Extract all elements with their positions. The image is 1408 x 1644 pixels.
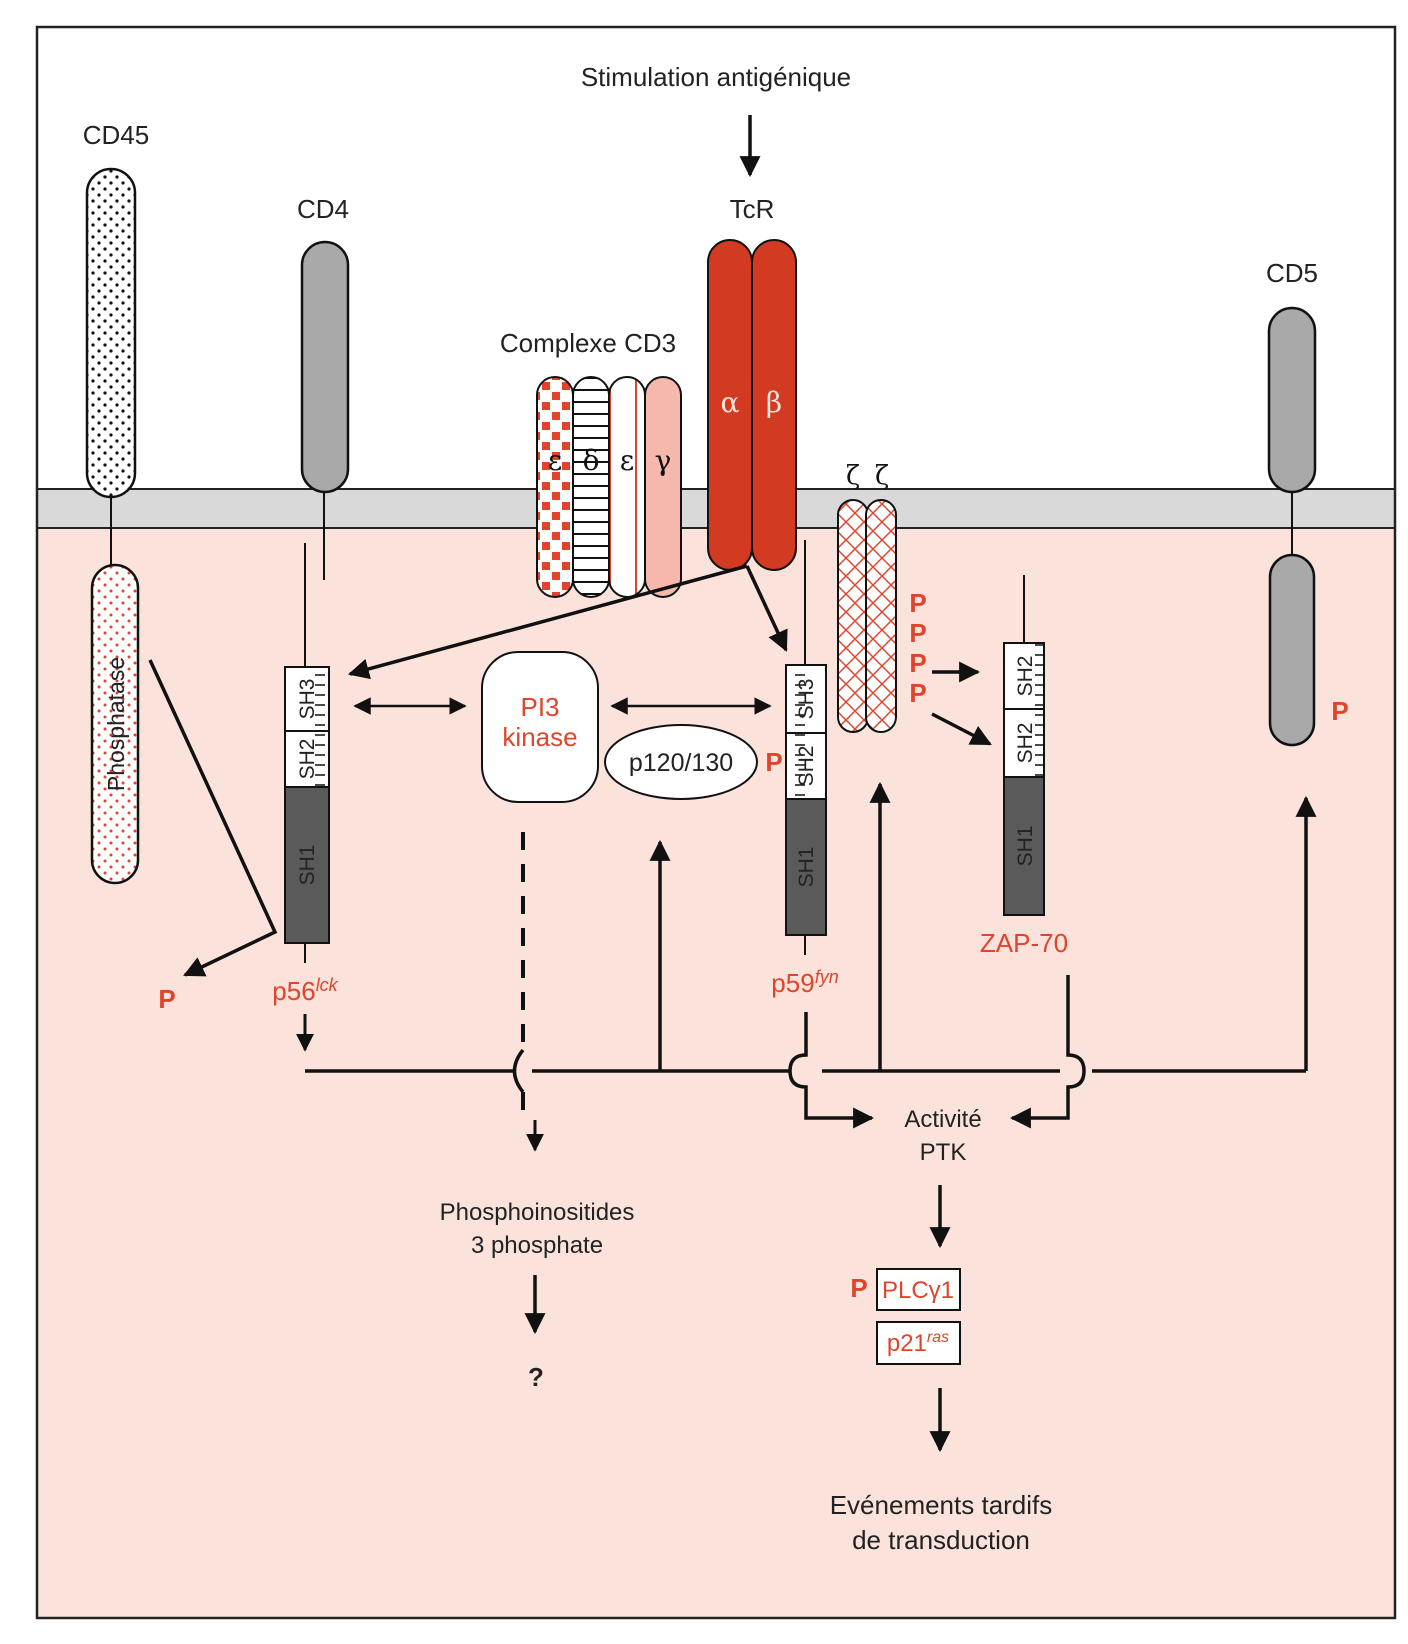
- lck-sh3-domain: [284, 666, 330, 732]
- tcr-to-kinases-arrow: [347, 564, 748, 680]
- zeta-chain-2: [865, 499, 897, 733]
- tcr-chain-label: β: [766, 386, 782, 419]
- pi3-kinase-label: PI3: [520, 692, 559, 722]
- p56lck-label: p56lck: [272, 975, 338, 1006]
- cytoplasm: [37, 528, 1395, 1618]
- svg-text:SH3: SH3: [795, 679, 818, 720]
- zap70-kinase: SH2 SH2 SH1: [1003, 575, 1045, 916]
- p120-130-label: p120/130: [629, 749, 733, 777]
- p59fyn-kinase: SH3 SH2 SH1: [785, 540, 827, 955]
- zap70-sh2-domain-1: [1003, 642, 1045, 710]
- cd3-epsilon-2: [608, 376, 646, 598]
- fyn-sh3-domain: [785, 664, 827, 734]
- p21ras-label: p21ras: [887, 1329, 949, 1357]
- late-events-label: de transduction: [852, 1525, 1030, 1555]
- cd45-dephospho-p: P: [158, 984, 175, 1014]
- tcr-chain-label: α: [721, 386, 740, 419]
- fyn-to-ptk-arrow: [788, 1012, 875, 1129]
- cd3-chain-label: ε: [620, 444, 635, 477]
- plc-gamma1-label: PLCγ1: [882, 1277, 954, 1304]
- p120-130-protein: [604, 724, 758, 800]
- late-events-label: Evénements tardifs: [830, 1490, 1053, 1520]
- cd4-label: CD4: [297, 194, 349, 224]
- lck-sh2-domain: [284, 730, 330, 788]
- bus-hop-dashed: [512, 1048, 525, 1094]
- cd3-chain-label: δ: [583, 444, 600, 477]
- unknown-target-label: ?: [528, 1362, 544, 1392]
- cd3-chain-label: ε: [548, 444, 563, 477]
- lck-sh1-domain: [284, 786, 330, 944]
- svg-text:SH2: SH2: [795, 746, 818, 787]
- svg-text:SH2: SH2: [1014, 723, 1037, 764]
- figure-frame: [35, 25, 1397, 1620]
- cd3-gamma: [644, 376, 682, 598]
- svg-text:SH1: SH1: [1014, 826, 1037, 867]
- p59fyn-label: p59fyn: [771, 967, 838, 998]
- cd3-label: Complexe CD3: [500, 328, 676, 358]
- cd5-intracellular-domain: [1268, 553, 1316, 747]
- p120-phospho-p: P: [765, 747, 782, 777]
- svg-text:SH2: SH2: [296, 739, 319, 780]
- pi3-kinase-label: kinase: [502, 722, 577, 752]
- ptk-activity-label: PTK: [920, 1139, 967, 1166]
- cd3-epsilon-1: [536, 376, 574, 598]
- pi3-kinase: [481, 651, 599, 803]
- cd45-phosphatase-domain: [90, 563, 140, 885]
- phosphoinositides-label: Phosphoinositides: [440, 1199, 635, 1226]
- cd45-label: CD45: [83, 120, 149, 150]
- fyn-sh1-domain: [785, 798, 827, 936]
- cd4-extracellular-domain: [300, 240, 350, 494]
- zeta-phospho-p: P: [909, 678, 926, 708]
- phosphatase-arrow: [148, 659, 278, 977]
- stimulus-label: Stimulation antigénique: [581, 62, 851, 92]
- cd5-extracellular-domain: [1267, 306, 1317, 494]
- tcr-beta-chain: [751, 239, 797, 571]
- cd5-label: CD5: [1266, 258, 1318, 288]
- zeta-phospho-p: P: [909, 588, 926, 618]
- zeta-to-zap70-arrow: [931, 712, 992, 746]
- cd3-chain-label: γ: [655, 444, 672, 477]
- zeta-chain-label: ζ: [846, 461, 860, 491]
- phosphoinositides-label: 3 phosphate: [471, 1232, 603, 1259]
- svg-text:SH1: SH1: [795, 847, 818, 888]
- zeta-phospho-p: P: [909, 618, 926, 648]
- cd5-phospho-p: P: [1331, 696, 1348, 726]
- p21ras-box: [876, 1321, 961, 1365]
- zap70-to-ptk-arrow: [1009, 975, 1086, 1129]
- phosphatase-label: Phosphatase: [103, 657, 129, 791]
- p56lck-kinase: SH3 SH2 SH1: [284, 543, 330, 963]
- plc-gamma1-box: [876, 1268, 961, 1311]
- svg-text:SH2: SH2: [1014, 656, 1037, 697]
- tcr-to-fyn-arrow: [745, 565, 788, 652]
- ptk-activity-label: Activité: [904, 1106, 981, 1133]
- cd3-delta: [572, 376, 610, 598]
- zap70-sh1-domain: [1003, 776, 1045, 916]
- tcr-label: TcR: [730, 194, 775, 224]
- zeta-chain-1: [837, 499, 869, 733]
- cd45-extracellular-domain: [85, 167, 137, 499]
- zeta-phospho-p: P: [909, 648, 926, 678]
- zeta-chain-label: ζ: [875, 461, 889, 491]
- svg-text:SH3: SH3: [296, 679, 319, 720]
- plc-phospho-p: P: [850, 1273, 867, 1303]
- zap70-label: ZAP-70: [980, 928, 1068, 958]
- svg-text:SH1: SH1: [296, 845, 319, 886]
